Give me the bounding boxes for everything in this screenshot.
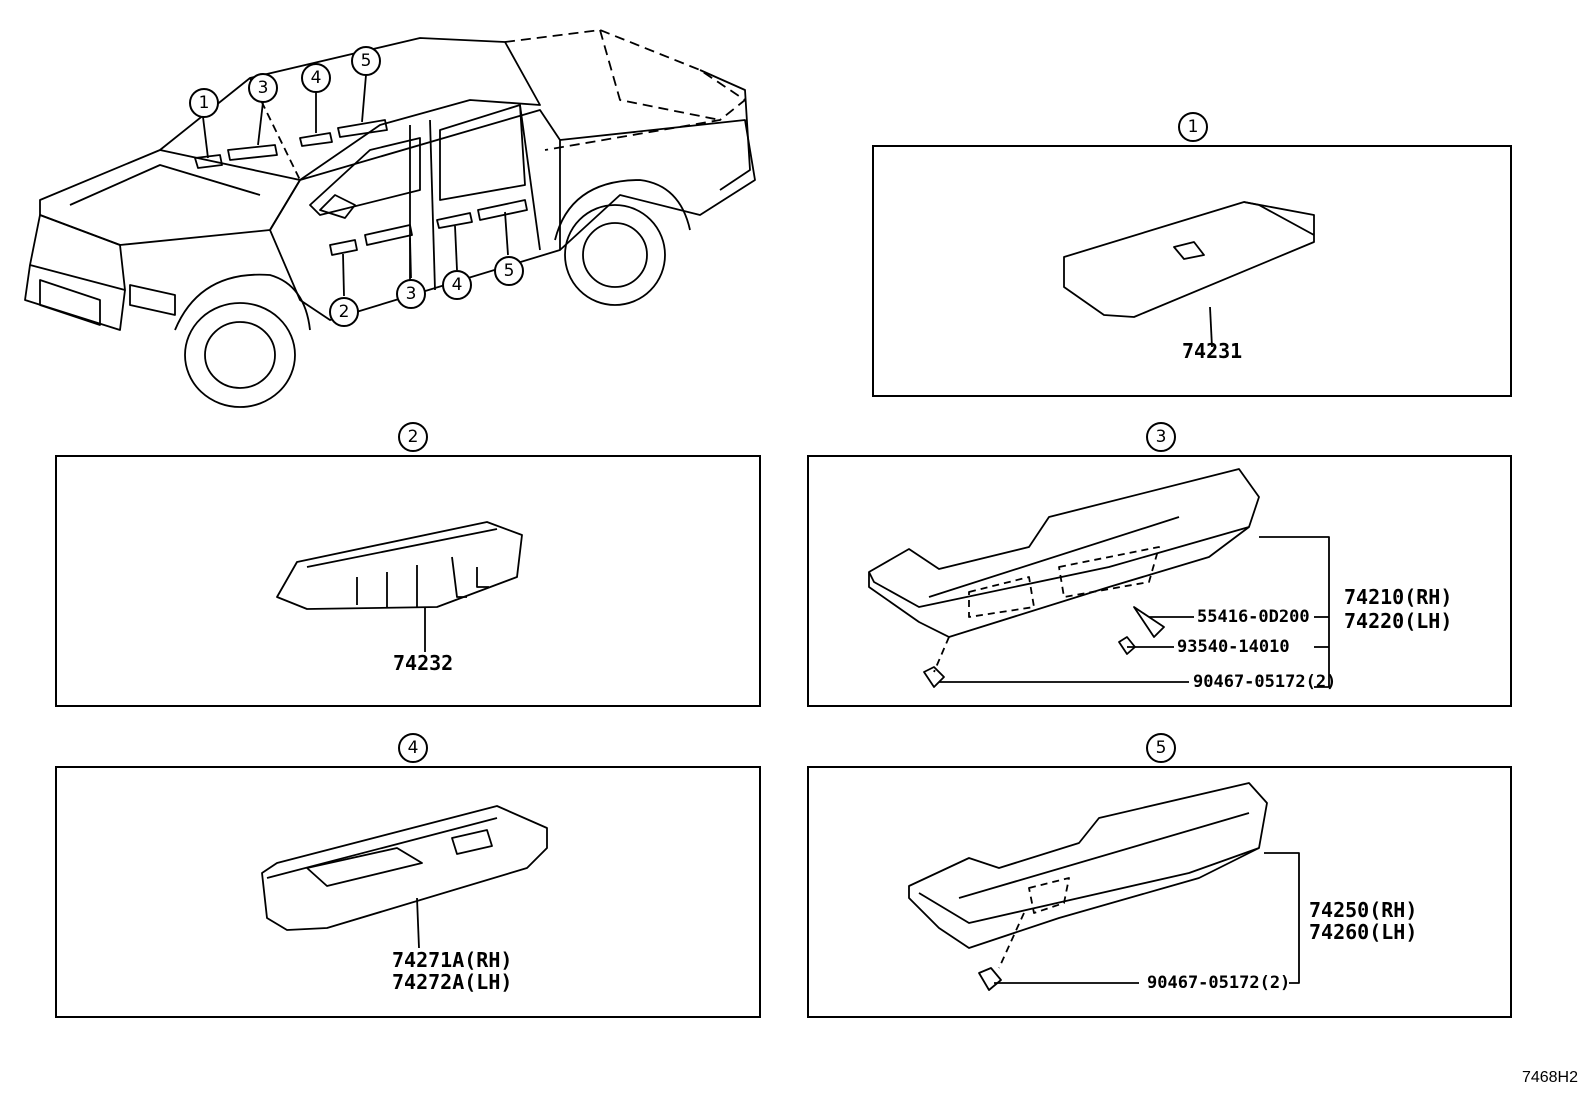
vehicle-illustration <box>24 29 756 408</box>
panel-2-callout: 2 <box>398 422 428 452</box>
panel-5-callout: 5 <box>1146 733 1176 763</box>
vehicle-callout-5: 5 <box>351 46 381 76</box>
part-74271a-drawing <box>261 805 548 949</box>
part-74231-drawing <box>1063 201 1315 348</box>
panel-4-callout: 4 <box>398 733 428 763</box>
part-74250-drawing <box>908 782 1300 991</box>
part-number-93540-14010: 93540-14010 <box>1177 637 1290 657</box>
part-number-74260-lh: 74260(LH) <box>1309 920 1418 944</box>
vehicle-callout-1: 1 <box>189 88 219 118</box>
panel-5: 74250(RH) 74260(LH) 90467-05172(2) <box>807 766 1512 1018</box>
part-number-74271a-rh: 74271A(RH) <box>392 948 513 972</box>
part-number-90467-05172-b: 90467-05172(2) <box>1147 973 1291 993</box>
vehicle-callout-4: 4 <box>301 63 331 93</box>
part-number-55416-0d200: 55416-0D200 <box>1197 607 1310 627</box>
panel-2: 74232 <box>55 455 761 707</box>
part-number-74231: 74231 <box>1182 339 1243 363</box>
panel-3-callout: 3 <box>1146 422 1176 452</box>
part-number-74232: 74232 <box>393 651 454 675</box>
panel-1: 74231 <box>872 145 1512 397</box>
panel-3: 74210(RH) 74220(LH) 55416-0D200 93540-14… <box>807 455 1512 707</box>
part-number-74220-lh: 74220(LH) <box>1344 609 1453 633</box>
part-number-74272a-lh: 74272A(LH) <box>392 970 513 994</box>
vehicle-callout-4b: 4 <box>442 270 472 300</box>
part-number-74210-rh: 74210(RH) <box>1344 585 1453 609</box>
part-number-90467-05172-a: 90467-05172(2) <box>1193 672 1337 692</box>
panel-1-callout: 1 <box>1178 112 1208 142</box>
diagram-code: 7468H2 <box>1521 1069 1578 1086</box>
part-74210-drawing <box>868 468 1330 688</box>
panel-4: 74271A(RH) 74272A(LH) <box>55 766 761 1018</box>
part-number-74250-rh: 74250(RH) <box>1309 898 1418 922</box>
vehicle-callout-5b: 5 <box>494 256 524 286</box>
vehicle-callout-3: 3 <box>248 73 278 103</box>
vehicle-callout-2: 2 <box>329 297 359 327</box>
vehicle-callout-3b: 3 <box>396 279 426 309</box>
part-74232-drawing <box>276 521 523 652</box>
